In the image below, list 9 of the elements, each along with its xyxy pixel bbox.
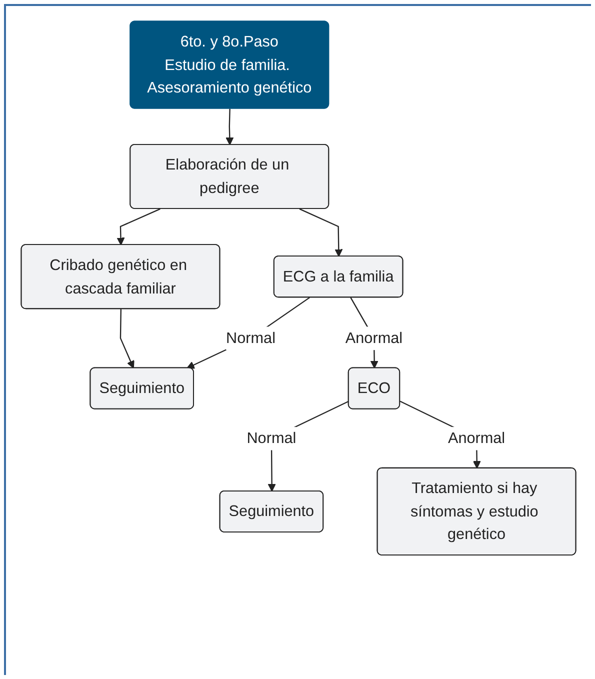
arrow <box>120 309 134 369</box>
arrow <box>299 208 343 257</box>
edge-label: Anormal <box>448 430 506 447</box>
edge-label: Normal <box>226 329 276 347</box>
arrow <box>226 108 234 146</box>
edge-label: Anormal <box>345 329 403 347</box>
arrow <box>116 208 160 246</box>
arrow <box>186 297 310 369</box>
edge-label: Normal <box>246 430 296 447</box>
